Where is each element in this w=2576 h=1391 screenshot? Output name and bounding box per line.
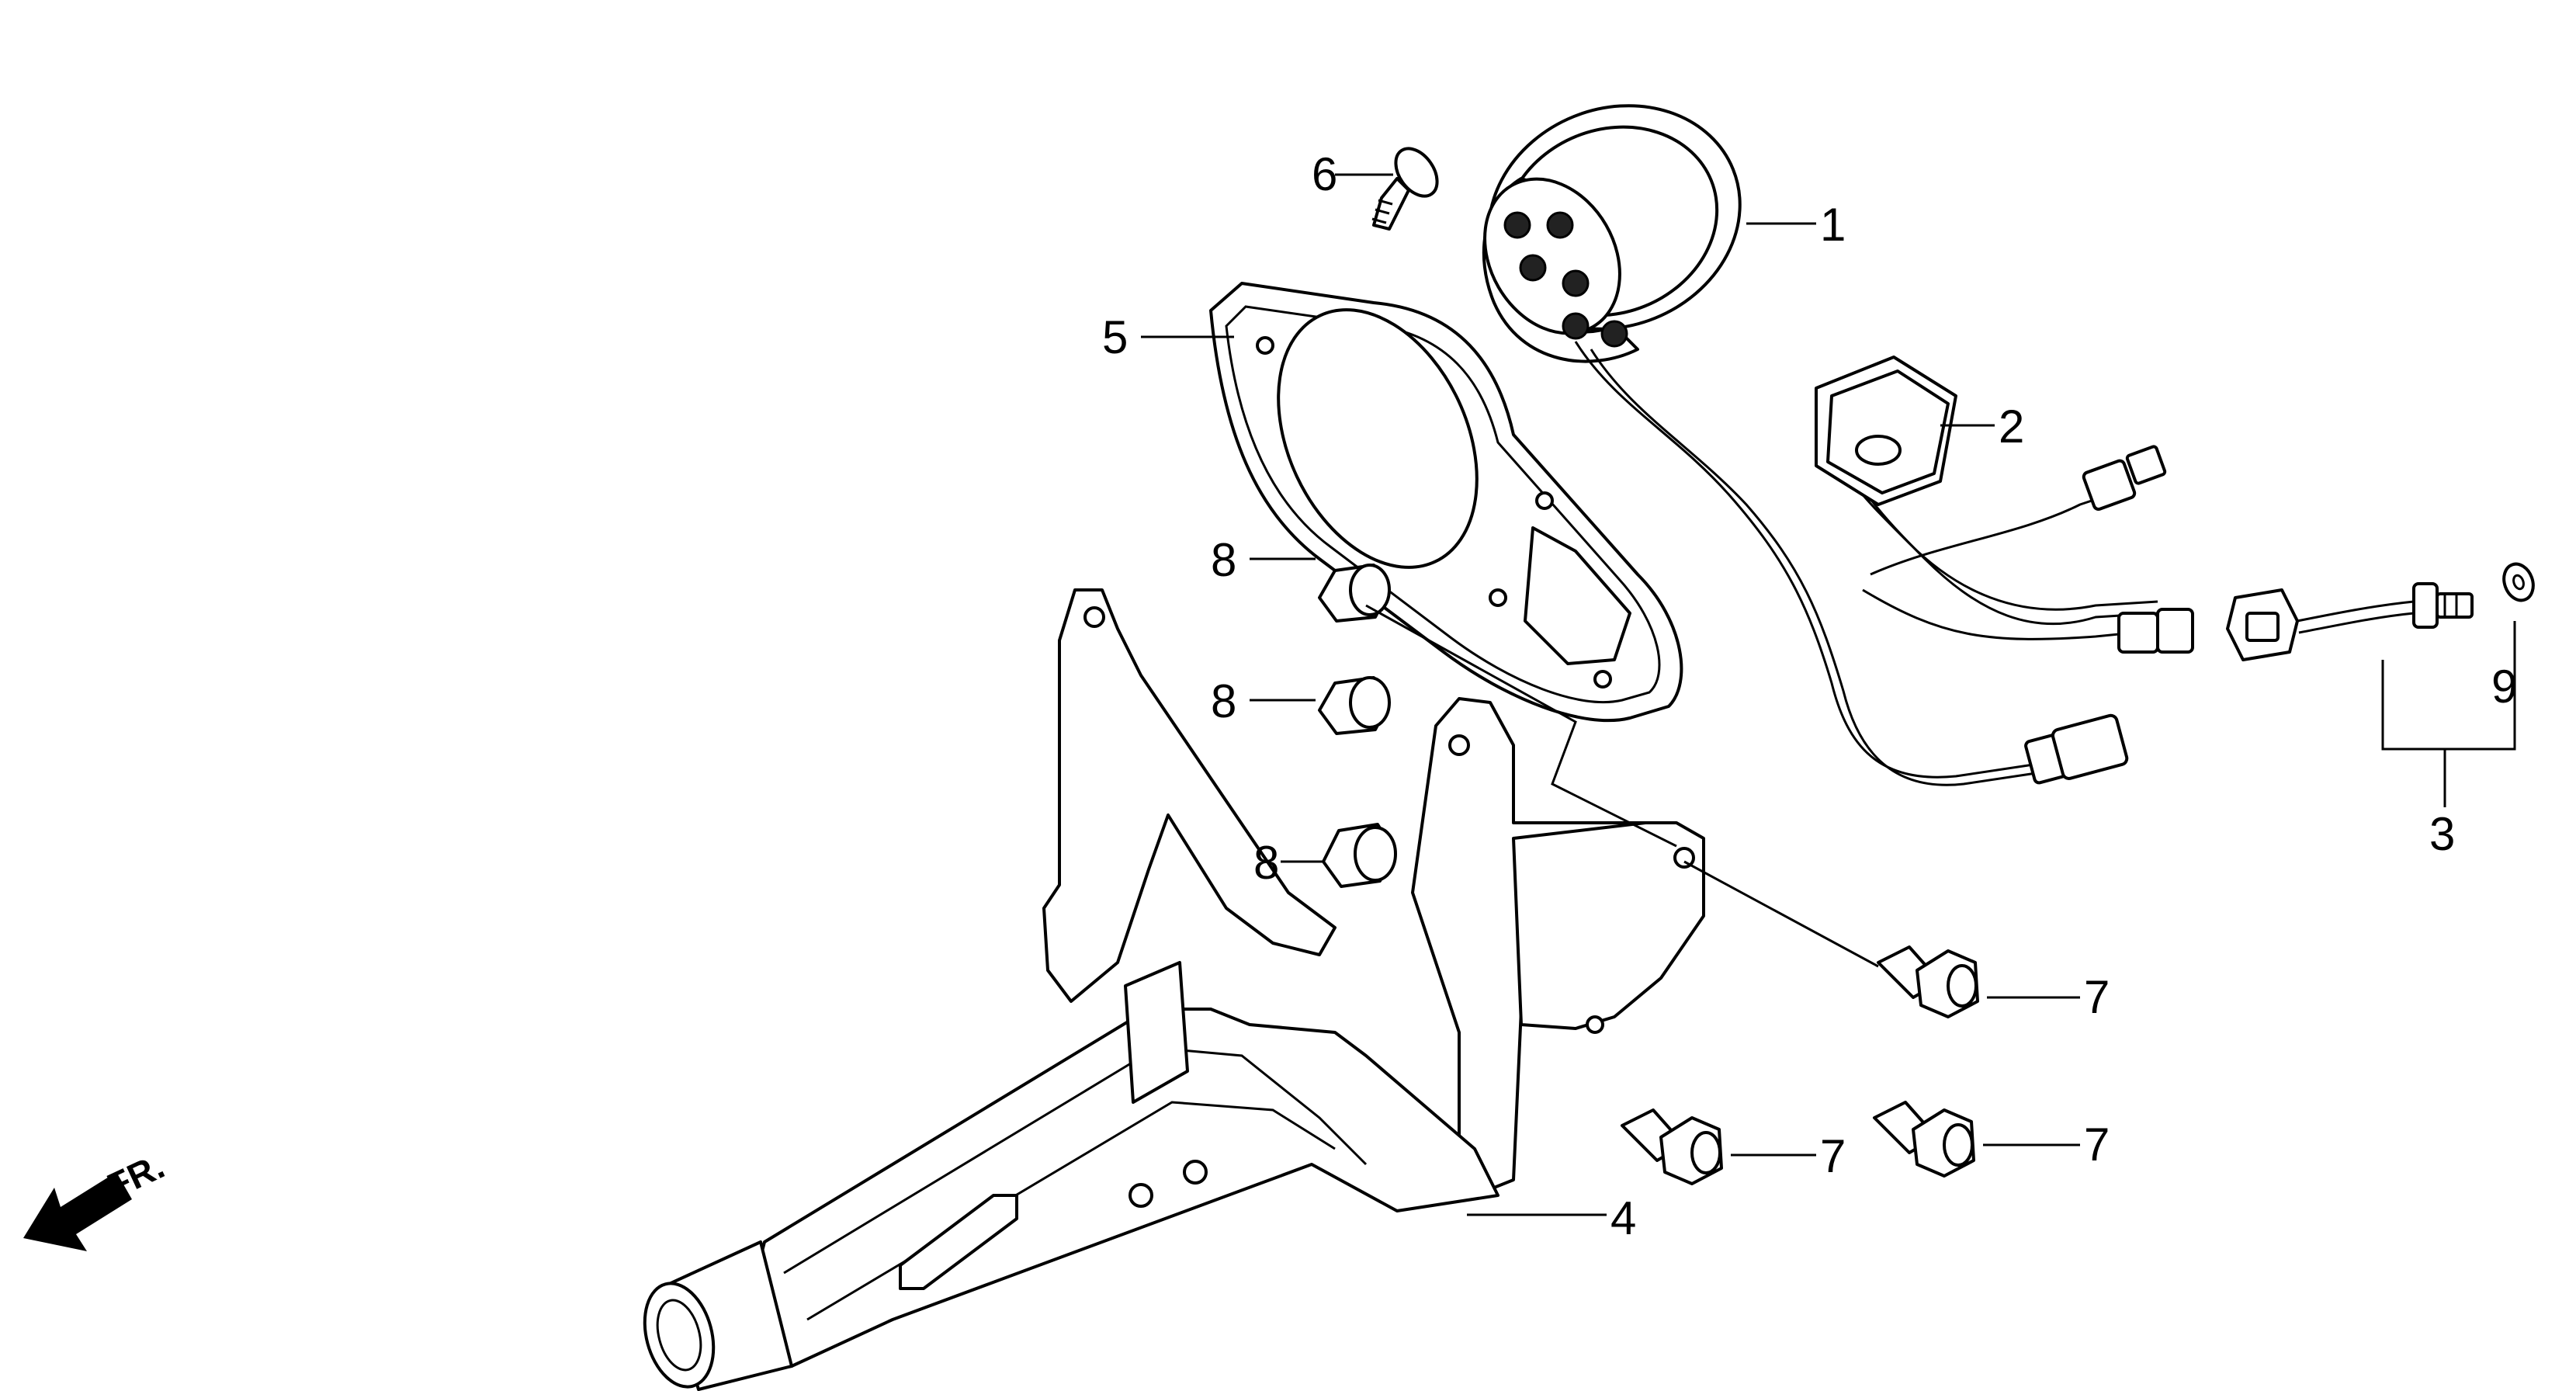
leader-lines bbox=[1141, 173, 2516, 1216]
nut-part-c bbox=[1322, 823, 1397, 888]
bolt-part-a bbox=[1877, 945, 1979, 1018]
meter-bracket-plate bbox=[1209, 282, 1683, 723]
callout-8c: 8 bbox=[1253, 837, 1279, 889]
callout-4: 4 bbox=[1610, 1192, 1636, 1244]
callout-7b: 7 bbox=[1820, 1130, 1846, 1182]
bolt-part-b bbox=[1621, 1108, 1723, 1185]
callout-9: 9 bbox=[2491, 661, 2517, 713]
nut-part-a bbox=[1318, 564, 1391, 623]
bolt-part-c bbox=[1873, 1101, 1975, 1178]
callout-8b: 8 bbox=[1211, 675, 1236, 727]
callout-6: 6 bbox=[1312, 148, 1337, 200]
callout-8a: 8 bbox=[1211, 534, 1236, 586]
washer-part bbox=[2502, 562, 2535, 602]
meter-stay-frame bbox=[643, 588, 1705, 1391]
callout-3: 3 bbox=[2429, 808, 2455, 860]
callout-7c: 7 bbox=[2084, 1119, 2110, 1171]
callout-labels: 1 2 3 4 5 6 7 7 7 8 8 8 9 bbox=[1102, 148, 2517, 1244]
callout-7a: 7 bbox=[2084, 971, 2110, 1023]
callout-1: 1 bbox=[1820, 199, 1846, 251]
sensor-part bbox=[2226, 582, 2474, 661]
meter-part bbox=[1482, 104, 1742, 363]
screw-part bbox=[1371, 147, 1439, 231]
callout-2: 2 bbox=[1999, 401, 2024, 453]
grommet-part bbox=[1815, 356, 1957, 506]
front-arrow-icon bbox=[23, 1172, 132, 1251]
callout-5: 5 bbox=[1102, 311, 1128, 363]
front-direction-indicator: FR. bbox=[23, 1146, 170, 1251]
nut-part-b bbox=[1318, 676, 1391, 735]
